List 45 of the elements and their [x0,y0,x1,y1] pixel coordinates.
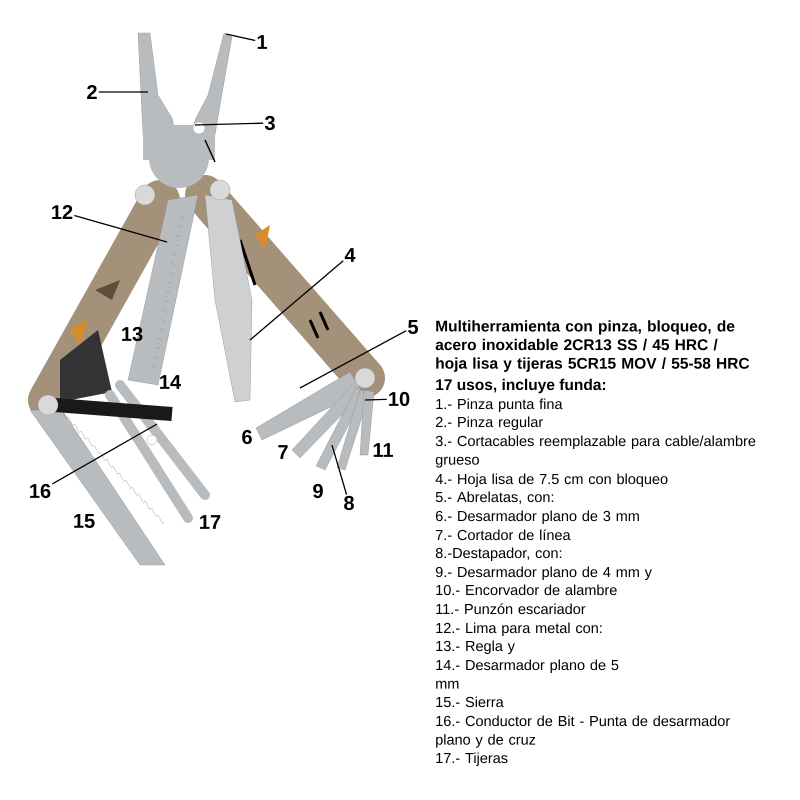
callout-number: 12 [52,205,72,219]
leader-line [98,91,148,93]
list-item: 6.- Desarmador plano de 3 mm [436,510,639,524]
callout-number: 7 [278,445,288,459]
callout-number: 3 [264,116,275,130]
callout-number: 2 [87,85,97,99]
leader-line [74,214,168,243]
callout-number: 14 [160,375,181,389]
list-item: 12.- Lima para metal con: [436,622,602,636]
list-item: 3.- Cortacables reemplazable para cable/alambre grueso [436,436,756,468]
callout-number: 16 [30,484,50,498]
callout-number: 5 [408,320,418,334]
callout-number: 17 [200,515,220,529]
leader-line [194,122,264,126]
callout-number: 1 [258,35,268,49]
list-item: 5.- Abrelatas, con: [436,492,554,504]
leader-line [52,423,158,485]
title: Multiherramienta con pinza, bloqueo, de acero inoxidable 2CR13 SS / 45 HRC / hoja lisa y tijeras 5CR15 MOV / 55-58 HRC [436,320,750,372]
leader-line [364,398,387,401]
callout-number: 6 [242,430,252,444]
leader-line [250,260,344,340]
callout-number: 13 [122,326,142,342]
list-item: 16.- Conductor de Bit - Punta de desarmador plano y de cruz [436,716,730,748]
list-item: 10.- Encorvador de alambre [436,584,617,596]
callout-number: 9 [313,484,323,498]
callout-number: 11 [374,443,394,457]
list-item: 9.- Desarmador plano de 4 mm y [436,566,652,580]
list-item: 14.- Desarmador plano de 5 mm [436,660,618,689]
callout-number: 4 [344,248,356,262]
list-item: 13.- Regla y [436,640,515,654]
list-item: 15.- Sierra [436,696,504,708]
list-item: 11.- Punzón escariador [436,603,586,614]
leader-line [300,330,407,389]
callout-number: 10 [389,392,410,406]
list-item: 4.- Hoja lisa de 7.5 cm con bloqueo [436,474,668,488]
leader-line [331,444,348,495]
callout-number: 15 [74,514,95,528]
callout-number: 8 [344,496,354,510]
leader-line [226,33,256,42]
list-item: 17.- Tijeras [436,752,508,766]
list-item: 7.- Cortador de línea [436,529,571,540]
caption: 17 usos, incluye funda: [436,378,606,394]
list-item: 1.- Pinza punta fina [436,398,563,412]
list-item: 2.- Pinza regular [436,416,543,430]
list-item: 8.-Destapador, con: [436,548,562,562]
